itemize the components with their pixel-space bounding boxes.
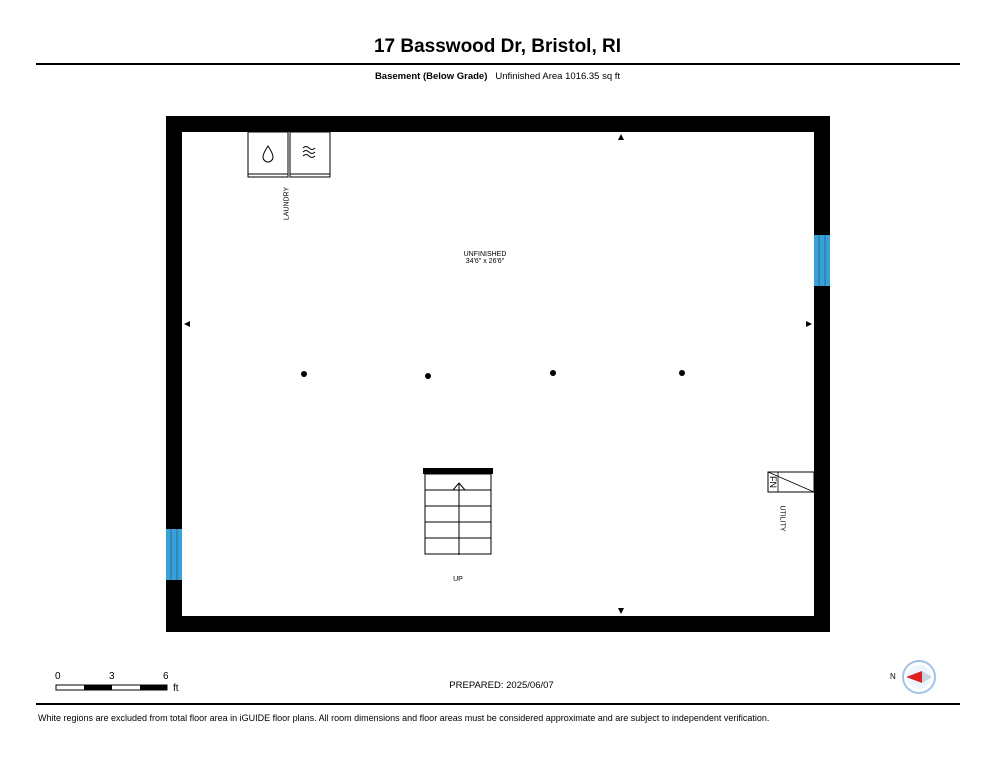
window-left (166, 529, 182, 580)
dryer-icon (289, 131, 331, 178)
laundry-label: LAUNDRY (283, 186, 291, 221)
scale-tick-0: 0 (55, 671, 61, 682)
exterior-walls (166, 116, 830, 632)
room-dimensions: 34'6" x 26'6" (465, 258, 505, 265)
scale-tick-6: 6 (163, 671, 169, 682)
stairs (423, 468, 493, 555)
scale-bar (55, 684, 168, 691)
window-right (814, 235, 830, 286)
scale-unit: ft (173, 683, 179, 694)
prepared-date: PREPARED: 2025/06/07 (449, 680, 554, 691)
compass-icon (902, 660, 936, 694)
header-divider (36, 63, 960, 65)
room-name: UNFINISHED (463, 251, 507, 258)
page-title: 17 Basswood Dr, Bristol, RI (373, 36, 622, 57)
support-posts (301, 370, 685, 379)
dimension-markers (184, 134, 812, 614)
furnace-icon (767, 471, 815, 493)
floor-subtitle: Basement (Below Grade) Unfinished Area 10… (0, 71, 995, 82)
scale-tick-3: 3 (109, 671, 115, 682)
utility-label: UTILITY (778, 505, 786, 532)
disclaimer: White regions are excluded from total fl… (38, 713, 770, 723)
washer-icon (247, 131, 289, 178)
floor-name: Basement (Below Grade) (374, 71, 488, 82)
stairs-label: UP (453, 576, 463, 583)
room-unfinished: UNFINISHED 34'6" x 26'6" (440, 251, 530, 265)
compass-label: N (890, 672, 896, 681)
floor-area: Unfinished Area 1016.35 sq ft (495, 71, 621, 82)
furnace-label: FN (768, 476, 778, 488)
